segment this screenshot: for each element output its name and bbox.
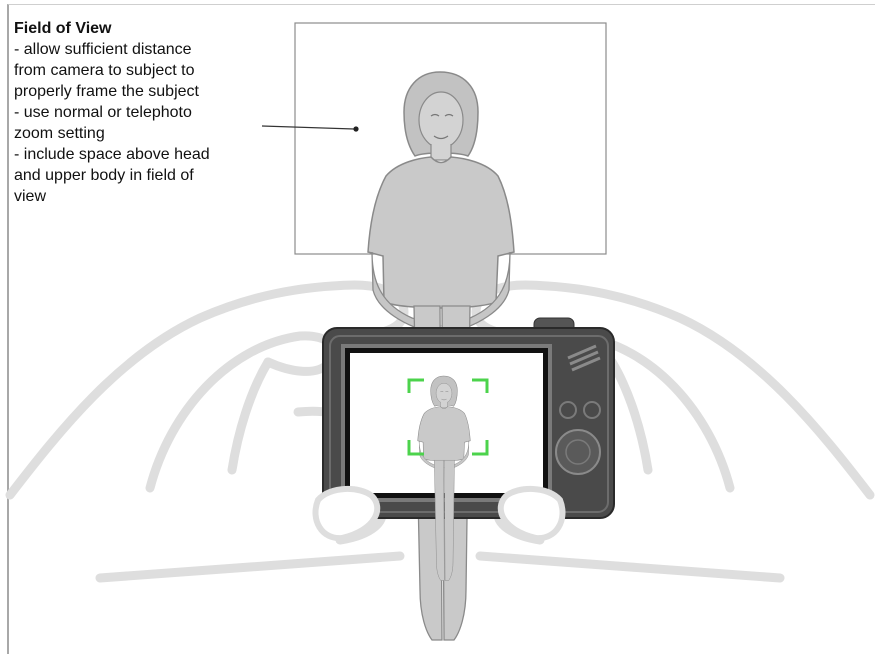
diagram-frame — [7, 4, 875, 654]
caption-line: view — [14, 188, 47, 205]
caption-line: - use normal or telephoto — [14, 104, 192, 121]
caption-title: Field of View — [14, 20, 112, 37]
caption-line: - include space above head — [14, 146, 210, 163]
pointer-dot — [353, 126, 359, 132]
caption-line: - allow sufficient distance — [14, 41, 192, 58]
pointer-line — [261, 125, 355, 130]
caption-line: and upper body in field of — [14, 167, 194, 184]
field-of-view-caption: Field of View - allow sufficient distanc… — [14, 18, 289, 207]
caption-line: zoom setting — [14, 125, 105, 142]
caption-line: properly frame the subject — [14, 83, 199, 100]
caption-line: from camera to subject to — [14, 62, 195, 79]
front-thumbs — [312, 485, 566, 542]
focus-brackets — [407, 378, 489, 456]
